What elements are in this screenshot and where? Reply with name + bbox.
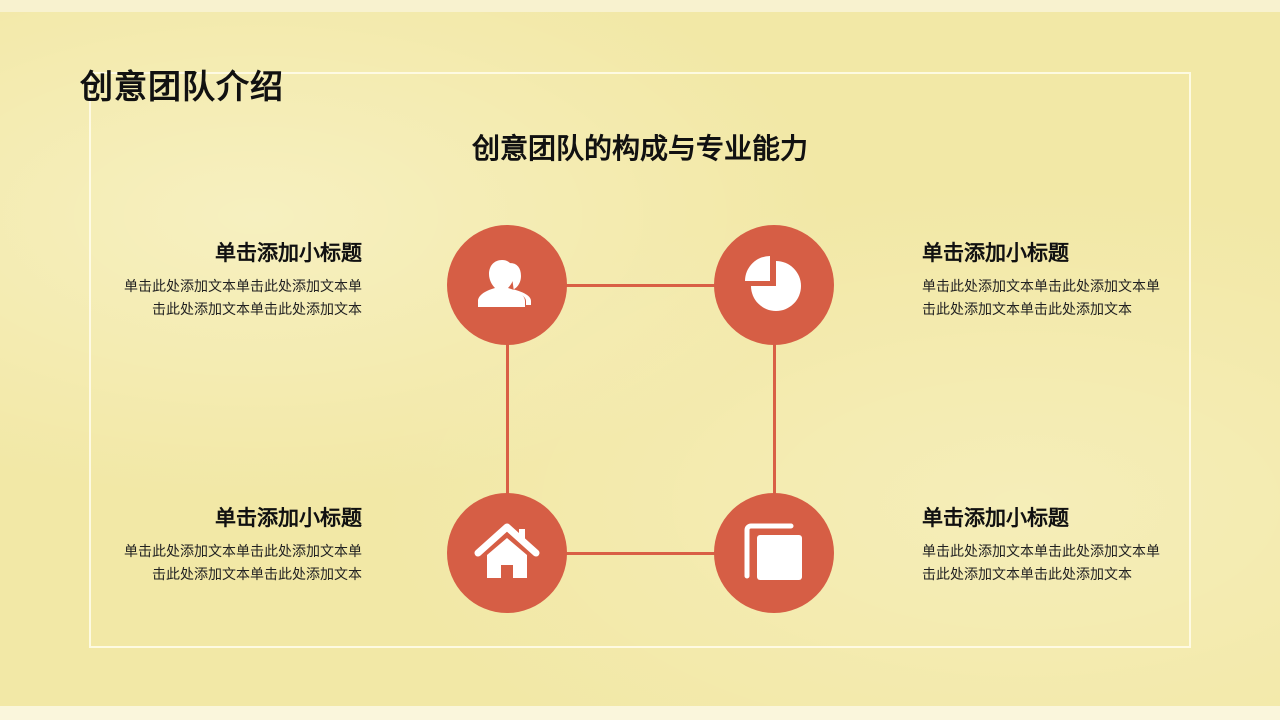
icon-circle-copy[interactable] xyxy=(714,493,834,613)
block-title[interactable]: 单击添加小标题 xyxy=(215,506,362,530)
copy-icon xyxy=(744,523,802,580)
decorative-frame xyxy=(89,72,1191,648)
icon-circle-home[interactable] xyxy=(447,493,567,613)
text-block-top-right: 单击添加小标题 单击此处添加文本单击此处添加文本单 击此处添加文本单击此处添加文… xyxy=(922,240,1212,322)
block-title[interactable]: 单击添加小标题 xyxy=(922,506,1069,530)
block-text-line2[interactable]: 击此处添加文本单击此处添加文本 xyxy=(152,302,362,318)
block-text-line2[interactable]: 击此处添加文本单击此处添加文本 xyxy=(922,567,1132,583)
connector-right xyxy=(773,285,776,553)
pie-chart-icon xyxy=(745,256,801,311)
icon-circle-pie-chart[interactable] xyxy=(714,225,834,345)
connector-left xyxy=(506,285,509,553)
block-text-line1[interactable]: 单击此处添加文本单击此处添加文本单 xyxy=(124,544,362,560)
paper-edge-bottom xyxy=(0,706,1280,720)
home-icon xyxy=(474,523,540,578)
block-title[interactable]: 单击添加小标题 xyxy=(922,241,1069,265)
text-block-bottom-right: 单击添加小标题 单击此处添加文本单击此处添加文本单 击此处添加文本单击此处添加文… xyxy=(922,505,1212,587)
icon-circle-users[interactable] xyxy=(447,225,567,345)
paper-edge-top xyxy=(0,0,1280,12)
block-text-line2[interactable]: 击此处添加文本单击此处添加文本 xyxy=(152,567,362,583)
text-block-bottom-left: 单击添加小标题 单击此处添加文本单击此处添加文本单 击此处添加文本单击此处添加文… xyxy=(72,505,362,587)
block-title[interactable]: 单击添加小标题 xyxy=(215,241,362,265)
block-text-line1[interactable]: 单击此处添加文本单击此处添加文本单 xyxy=(922,279,1160,295)
text-block-top-left: 单击添加小标题 单击此处添加文本单击此处添加文本单 击此处添加文本单击此处添加文… xyxy=(72,240,362,322)
connector-bottom xyxy=(507,552,774,555)
connector-top xyxy=(507,284,774,287)
page-title: 创意团队介绍 xyxy=(80,67,284,106)
block-text-line2[interactable]: 击此处添加文本单击此处添加文本 xyxy=(922,302,1132,318)
block-text-line1[interactable]: 单击此处添加文本单击此处添加文本单 xyxy=(124,279,362,295)
slide-subtitle: 创意团队的构成与专业能力 xyxy=(471,132,808,165)
users-icon xyxy=(478,260,533,307)
block-text-line1[interactable]: 单击此处添加文本单击此处添加文本单 xyxy=(922,544,1160,560)
